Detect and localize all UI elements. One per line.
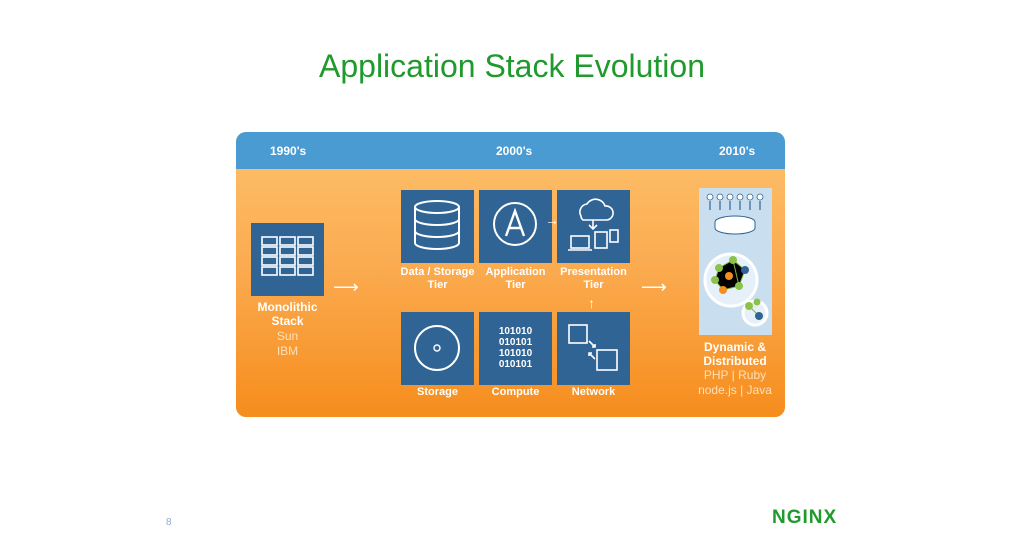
era-2010s: 2010's	[719, 144, 756, 158]
tier-label-application-line1: Application	[485, 266, 546, 278]
cloud-devices-icon	[557, 190, 630, 263]
arrow-right-small-icon: →	[545, 212, 559, 228]
binary-line: 010101	[498, 337, 533, 348]
evolution-diagram: 1990's 2000's 2010's Monolithic Stack Su…	[236, 132, 785, 417]
binary-icon: 101010 010101 101010 010101	[479, 312, 552, 385]
vendor-sun: Sun	[276, 329, 299, 343]
binary-line: 010101	[498, 359, 533, 370]
arrow-right-icon: ⟶	[333, 277, 359, 297]
binary-line: 101010	[498, 326, 533, 337]
distributed-label: Dynamic & Distributed	[685, 340, 785, 368]
page-number: 8	[166, 517, 172, 528]
arrow-up-icon: ↑	[588, 295, 595, 311]
tier-label-presentation: Presentation Tier	[553, 266, 634, 292]
tier-label-data-storage-line1: Data / Storage	[400, 266, 475, 278]
disk-icon	[401, 312, 474, 385]
nginx-logo: NGINX	[772, 507, 838, 528]
tier-label-network: Network	[571, 386, 616, 398]
monolithic-label-line1: Monolithic	[257, 300, 318, 314]
binary-line: 101010	[498, 348, 533, 359]
slide-title: Application Stack Evolution	[319, 48, 705, 84]
monolithic-vendors: Sun IBM	[236, 329, 339, 359]
distributed-network-graphic	[699, 188, 772, 335]
tier-label-application: Application Tier	[476, 266, 555, 292]
distributed-label-line1: Dynamic &	[703, 340, 767, 354]
tier-label-presentation-line2: Tier	[583, 279, 604, 291]
server-rack-icon	[251, 223, 324, 296]
tier-label-compute: Compute	[491, 386, 540, 398]
app-letter-a-icon	[479, 190, 552, 263]
era-bar: 1990's 2000's 2010's	[236, 132, 785, 169]
distributed-techs: PHP | Ruby node.js | Java	[685, 368, 785, 398]
era-1990s: 1990's	[270, 144, 307, 158]
techs-line2: node.js | Java	[698, 383, 772, 397]
tier-label-presentation-line1: Presentation	[560, 266, 627, 278]
monolithic-label-line2: Stack	[271, 314, 304, 328]
network-icon	[557, 312, 630, 385]
tier-label-application-line2: Tier	[505, 279, 526, 291]
tier-label-storage: Storage	[417, 386, 458, 398]
tier-label-data-storage: Data / Storage Tier	[396, 266, 479, 292]
arrow-right-icon: ⟶	[641, 277, 667, 297]
monolithic-label: Monolithic Stack	[236, 300, 339, 328]
database-icon	[401, 190, 474, 263]
era-2000s: 2000's	[496, 144, 533, 158]
binary-text: 101010 010101 101010 010101	[487, 326, 544, 370]
distributed-label-line2: Distributed	[703, 354, 767, 368]
tier-label-data-storage-line2: Tier	[427, 279, 448, 291]
vendor-ibm: IBM	[276, 344, 299, 358]
techs-line1: PHP | Ruby	[703, 368, 767, 382]
